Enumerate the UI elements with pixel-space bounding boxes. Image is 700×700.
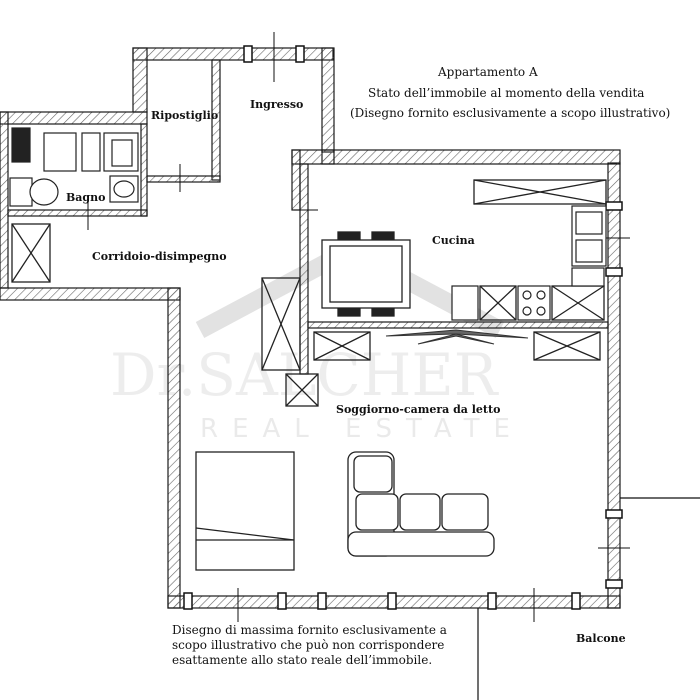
toilet-icon — [29, 178, 59, 206]
sofa-icon — [347, 451, 495, 557]
watermark-tagline: REAL ESTATE — [200, 414, 524, 444]
ceiling-fan-icon — [385, 329, 529, 345]
windows — [183, 45, 623, 610]
shower-tray-icon — [43, 132, 77, 172]
plan-title: Appartamento A — [437, 65, 538, 79]
fridge-icon — [451, 285, 479, 321]
footer-note-line-3: esattamente allo stato reale dell’immobi… — [172, 653, 432, 667]
bathroom-fixtures — [9, 127, 139, 207]
room-label-cucina: Cucina — [432, 234, 475, 247]
bed-icon — [195, 451, 295, 571]
plan-subtitle: Stato dell’immobile al momento della ven… — [368, 86, 644, 100]
balcony — [477, 497, 700, 700]
dining-table — [321, 231, 411, 317]
shower-icon — [11, 127, 31, 163]
room-label-soggiorno: Soggiorno-camera da letto — [336, 403, 500, 416]
toilet-tank-icon — [9, 177, 33, 207]
room-label-ripostiglio: Ripostiglio — [151, 109, 218, 122]
stove-icon — [517, 285, 551, 321]
room-label-ingresso: Ingresso — [250, 98, 303, 111]
plan-disclaimer: (Disegno fornito esclusivamente a scopo … — [350, 106, 670, 120]
footer-note-line-1: Disegno di massima fornito esclusivament… — [172, 623, 447, 637]
room-label-corridoio: Corridoio-disimpegno — [92, 250, 227, 263]
room-label-balcone: Balcone — [576, 632, 626, 645]
room-label-bagno: Bagno — [66, 191, 105, 204]
kitchen-fixtures — [451, 205, 607, 321]
walls — [0, 47, 621, 609]
footer-note-line-2: scopo illustrativo che può non corrispon… — [172, 638, 444, 652]
cabinets — [11, 179, 607, 407]
